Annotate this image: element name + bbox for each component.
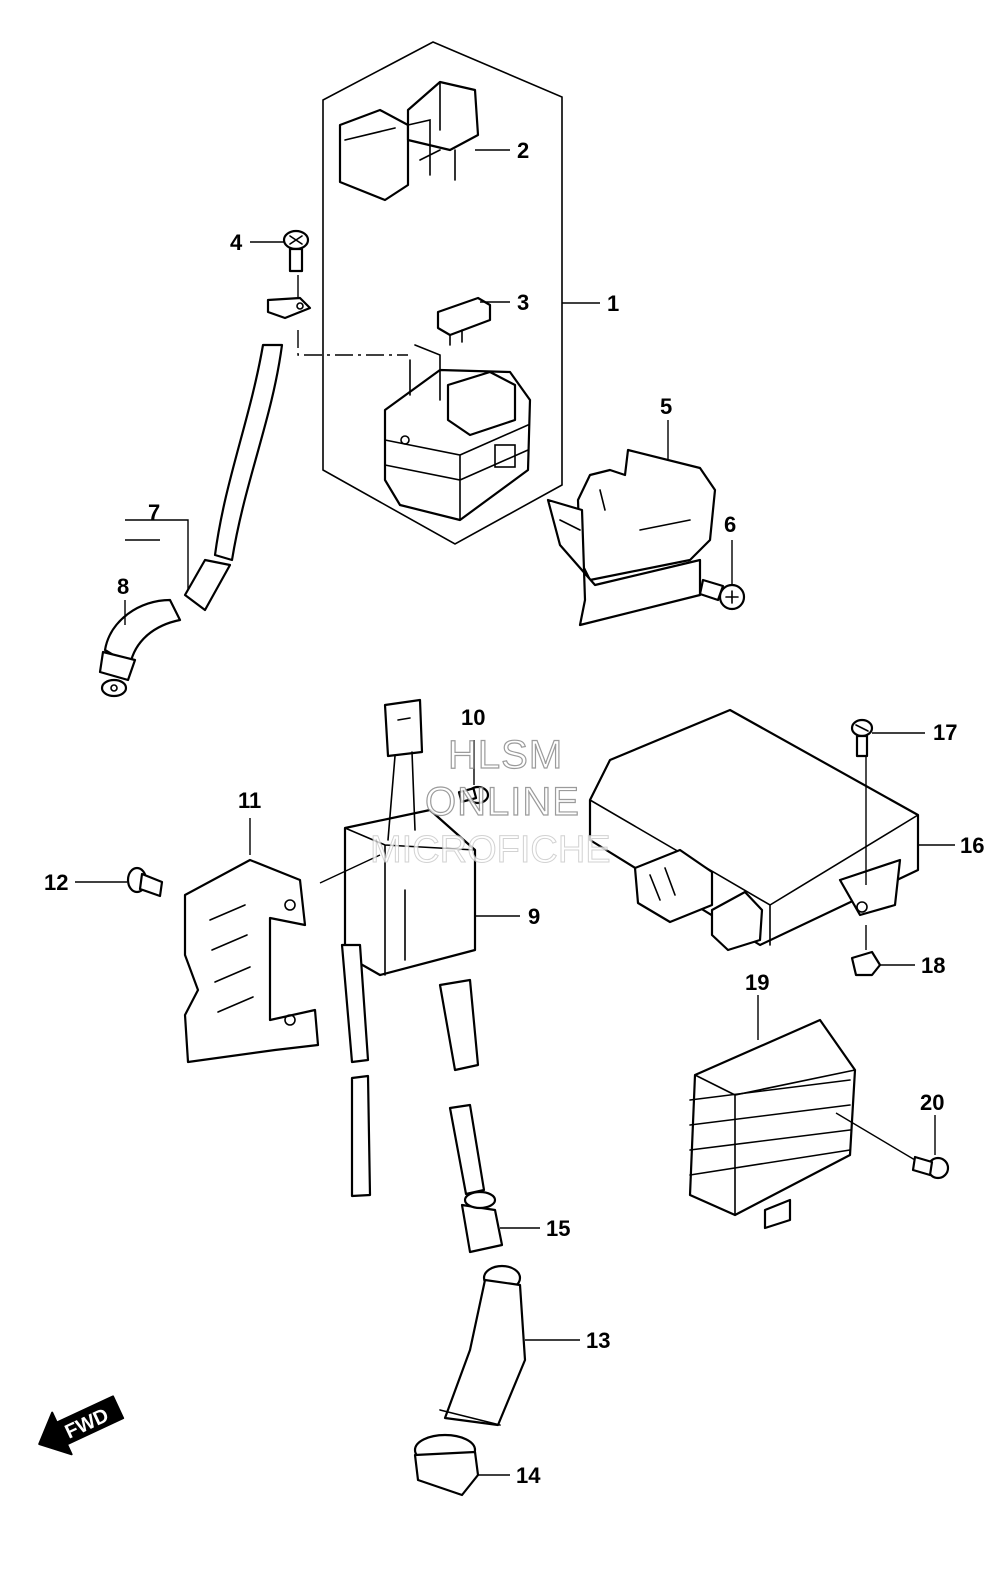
watermark-line2: ONLINE <box>425 780 580 824</box>
callout-3: 3 <box>517 290 529 315</box>
part-13-plug-cap[interactable] <box>439 1264 527 1427</box>
callout-14: 14 <box>516 1463 541 1488</box>
part-10-screw[interactable] <box>457 785 490 805</box>
callout-9: 9 <box>528 904 540 929</box>
fwd-arrow-icon: FWD <box>38 1395 125 1456</box>
callout-2: 2 <box>517 138 529 163</box>
part-6-screw[interactable] <box>698 578 746 611</box>
callout-18: 18 <box>921 953 945 978</box>
callout-labels: 2 3 1 4 5 6 7 8 9 10 11 12 13 14 15 16 1… <box>44 138 984 1488</box>
callout-17: 17 <box>933 720 957 745</box>
watermark-line1: HLSM <box>448 733 563 777</box>
watermark: HLSM ONLINE MICROFICHE <box>370 732 612 871</box>
part-11-coil-bracket[interactable] <box>183 858 320 1064</box>
part-14-plug-boot[interactable] <box>413 1433 480 1497</box>
callout-10: 10 <box>461 705 485 730</box>
callout-12: 12 <box>44 870 68 895</box>
part-16-ecm[interactable] <box>588 708 920 952</box>
part-15-seal[interactable] <box>460 1190 504 1254</box>
part-4-screw[interactable] <box>282 229 310 273</box>
part-1-relay-assembly[interactable] <box>383 344 532 522</box>
part-20-screw[interactable] <box>911 1155 950 1180</box>
part-7-battery-cable[interactable] <box>98 296 312 698</box>
part-17-screw[interactable] <box>850 718 874 758</box>
callout-20: 20 <box>920 1090 944 1115</box>
part-5-bracket[interactable] <box>546 448 717 627</box>
callout-1: 1 <box>607 291 619 316</box>
callout-19: 19 <box>745 970 769 995</box>
assembly-frame <box>322 41 563 545</box>
watermark-line3: MICROFICHE <box>370 829 611 871</box>
callout-6: 6 <box>724 512 736 537</box>
assembly-connector <box>297 330 408 356</box>
leader-lines <box>75 149 955 1476</box>
part-2-relay-cover[interactable] <box>338 80 480 202</box>
part-9-ignition-coil[interactable] <box>340 698 486 1198</box>
callout-15: 15 <box>546 1216 570 1241</box>
callout-11: 11 <box>238 788 261 813</box>
part-18-nut[interactable] <box>850 950 882 977</box>
callout-5: 5 <box>660 394 672 419</box>
part-3-fuse[interactable] <box>436 296 492 346</box>
callout-16: 16 <box>960 833 984 858</box>
part-12-screw[interactable] <box>126 866 164 898</box>
callout-4: 4 <box>230 230 243 255</box>
part-19-regulator[interactable] <box>688 1018 857 1230</box>
callout-8: 8 <box>117 574 129 599</box>
callout-13: 13 <box>586 1328 610 1353</box>
callout-7: 7 <box>148 500 160 525</box>
